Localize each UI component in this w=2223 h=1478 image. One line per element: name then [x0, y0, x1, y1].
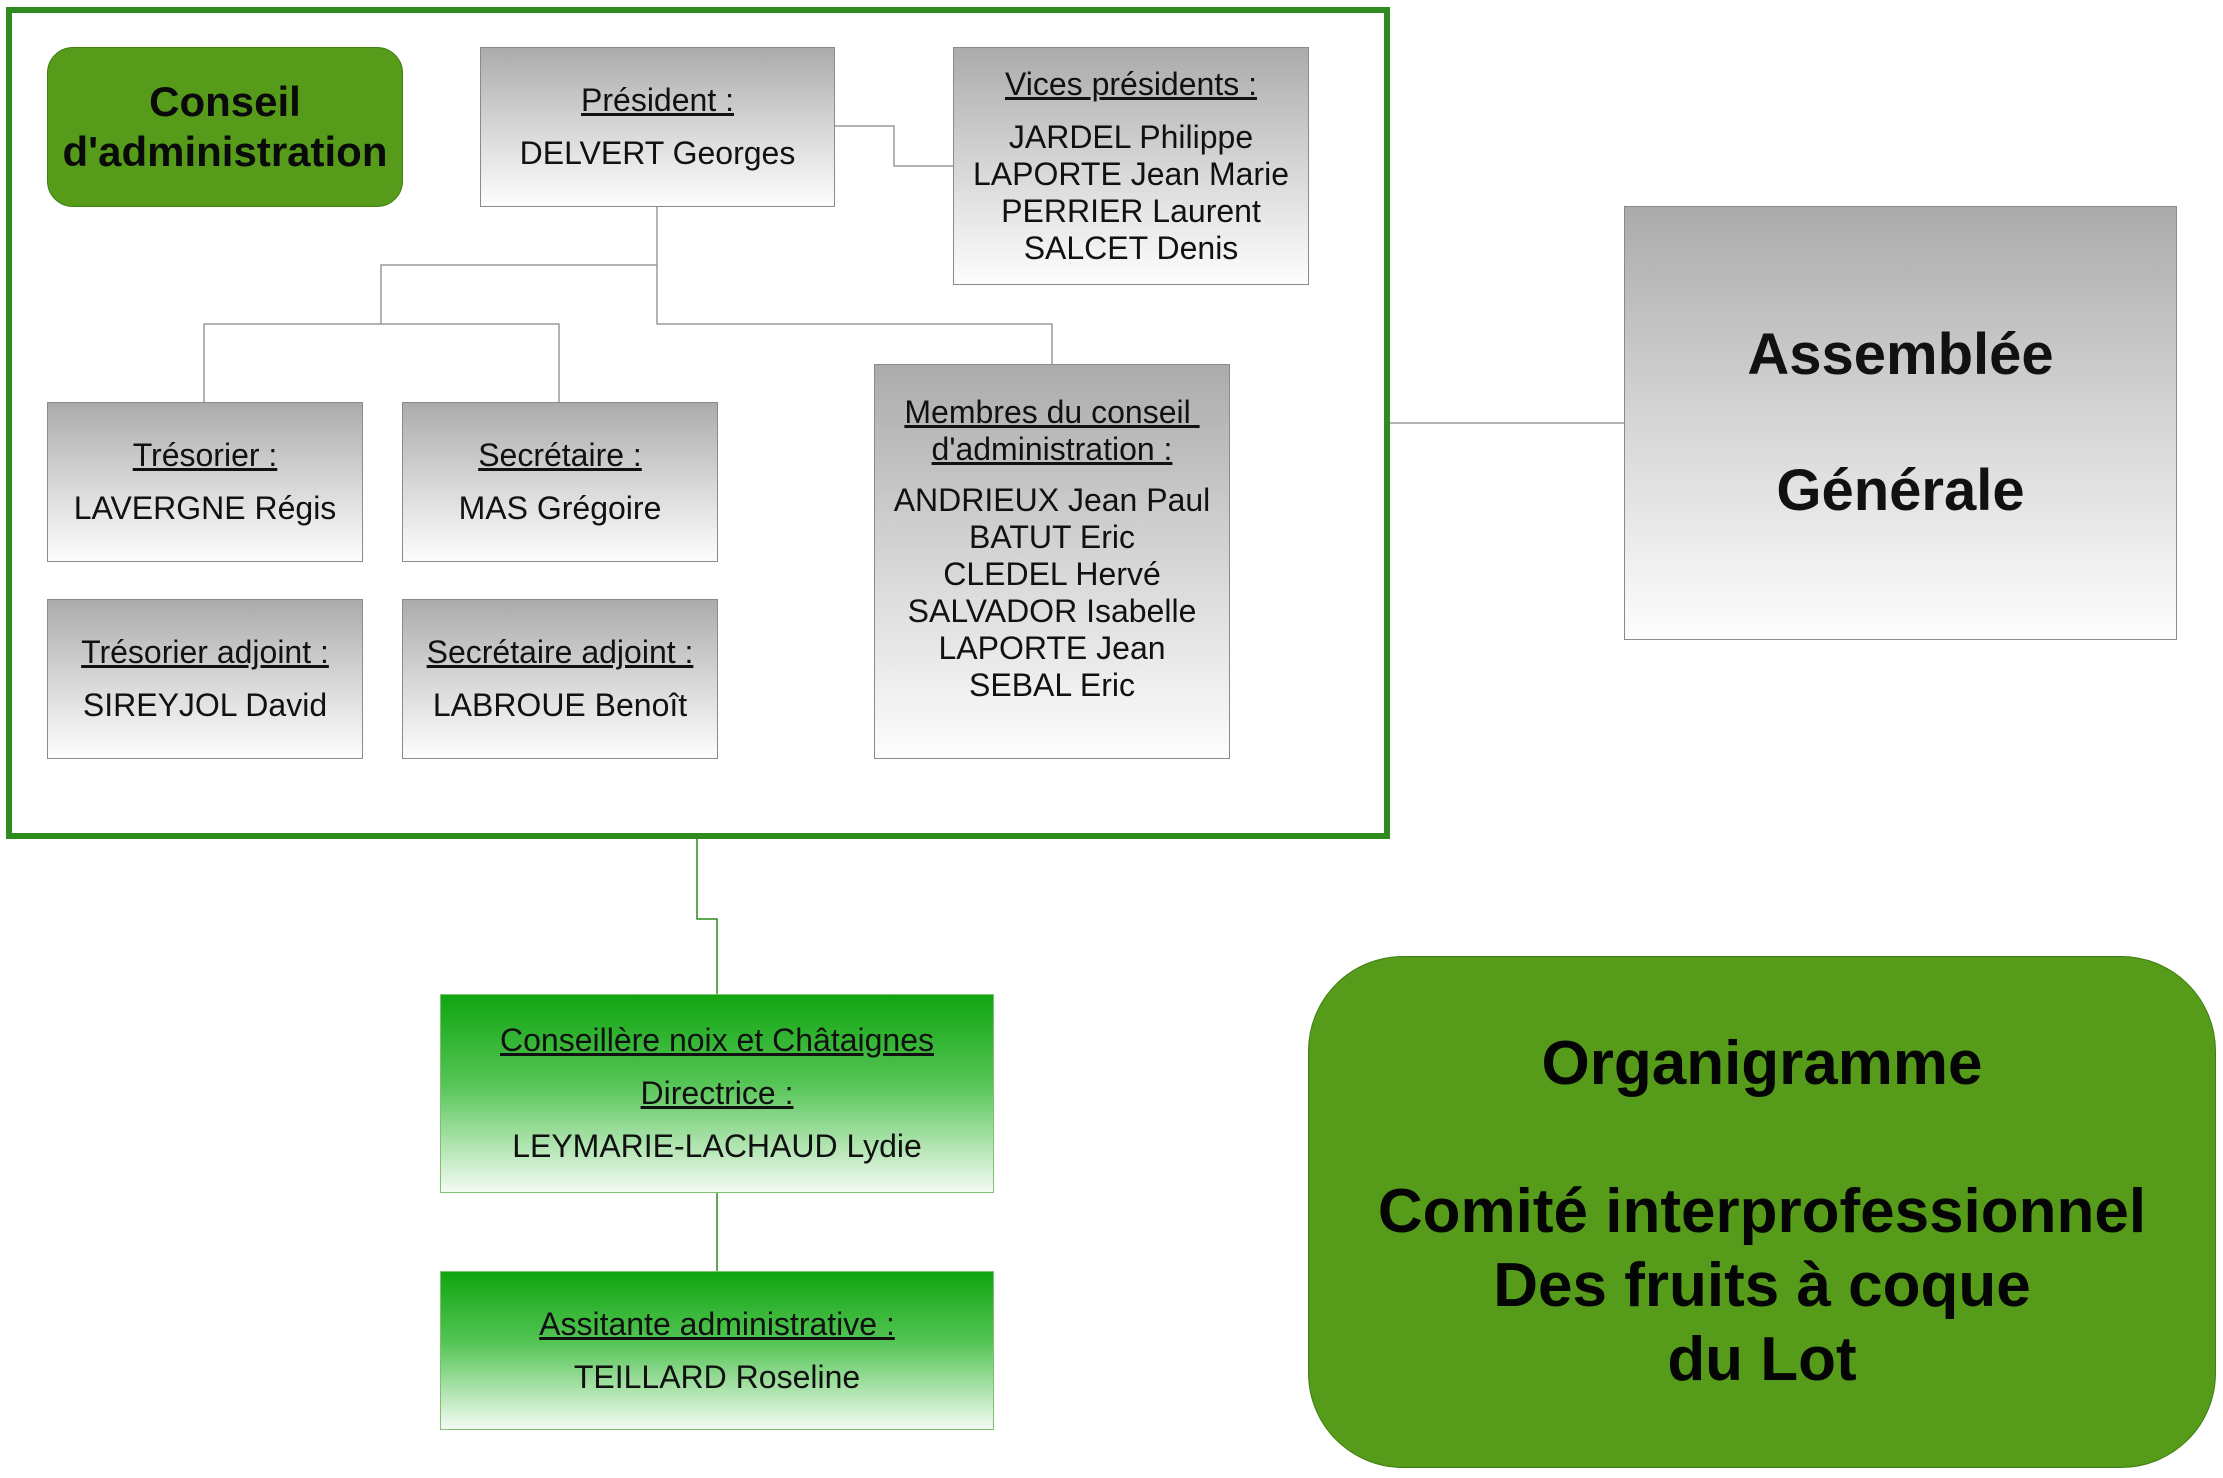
board-title-line: d'administration	[62, 128, 388, 175]
role-title: Membres du conseil	[904, 393, 1200, 430]
person-name: SALCET Denis	[1023, 229, 1239, 266]
vice-presidents-box: Vices présidents : JARDEL Philippe LAPOR…	[953, 47, 1309, 285]
assembly-line: Générale	[1776, 458, 2025, 523]
connector-to-members	[656, 265, 1053, 364]
connector-board-director	[696, 839, 718, 994]
caption-box: Organigramme Comité interprofessionnel D…	[1308, 956, 2216, 1468]
person-name: LAPORTE Jean Marie	[973, 155, 1289, 192]
role-title: Président :	[581, 82, 734, 118]
person-name: SIREYJOL David	[82, 687, 328, 723]
person-name: LAPORTE Jean	[938, 629, 1166, 666]
person-name: MAS Grégoire	[458, 490, 662, 526]
caption-line: du Lot	[1667, 1325, 1857, 1394]
person-name: SEBAL Eric	[969, 666, 1135, 703]
person-name: JARDEL Philippe	[1008, 118, 1254, 155]
person-name: LAVERGNE Régis	[73, 490, 337, 526]
president-box: Président : DELVERT Georges	[480, 47, 835, 207]
role-title: Vices présidents :	[1005, 65, 1257, 102]
connector-president-vp	[834, 125, 953, 167]
board-title-box: Conseil d'administration	[47, 47, 403, 207]
role-title: Trésorier :	[132, 437, 278, 473]
board-frame	[6, 7, 1390, 839]
role-title: Secrétaire adjoint :	[426, 634, 694, 670]
board-members-box: Membres du conseil d'administration : AN…	[874, 364, 1230, 759]
role-title: d'administration :	[931, 430, 1173, 467]
caption-line: Des fruits à coque	[1493, 1251, 2031, 1320]
assembly-line: Assemblée	[1747, 322, 2054, 387]
board-title-line: Conseil	[149, 78, 301, 125]
role-title: Secrétaire :	[478, 437, 642, 473]
director-box: Conseillère noix et Châtaignes Directric…	[440, 994, 994, 1193]
person-name: TEILLARD Roseline	[573, 1358, 861, 1395]
general-assembly-box: Assemblée Générale	[1624, 206, 2177, 640]
person-name: SALVADOR Isabelle	[907, 592, 1197, 629]
person-name: LABROUE Benoît	[432, 687, 688, 723]
connector-to-treasury-secretary	[203, 264, 657, 402]
role-title: Trésorier adjoint :	[81, 634, 329, 670]
person-name: DELVERT Georges	[519, 135, 796, 171]
person-name: CLEDEL Hervé	[943, 555, 1161, 592]
assistant-box: Assitante administrative : TEILLARD Rose…	[440, 1271, 994, 1430]
person-name: PERRIER Laurent	[1001, 192, 1261, 229]
treasurer-box: Trésorier : LAVERGNE Régis	[47, 402, 363, 562]
person-name: ANDRIEUX Jean Paul	[893, 481, 1211, 518]
person-name: BATUT Eric	[969, 518, 1135, 555]
deputy-secretary-box: Secrétaire adjoint : LABROUE Benoît	[402, 599, 718, 759]
caption-line: Comité interprofessionnel	[1377, 1177, 2147, 1246]
role-title: Directrice :	[640, 1075, 794, 1111]
deputy-treasurer-box: Trésorier adjoint : SIREYJOL David	[47, 599, 363, 759]
role-title: Assitante administrative :	[539, 1305, 895, 1342]
secretary-box: Secrétaire : MAS Grégoire	[402, 402, 718, 562]
person-name: LEYMARIE-LACHAUD Lydie	[512, 1128, 922, 1164]
role-title: Conseillère noix et Châtaignes	[499, 1022, 935, 1058]
caption-heading: Organigramme	[1541, 1029, 1983, 1098]
